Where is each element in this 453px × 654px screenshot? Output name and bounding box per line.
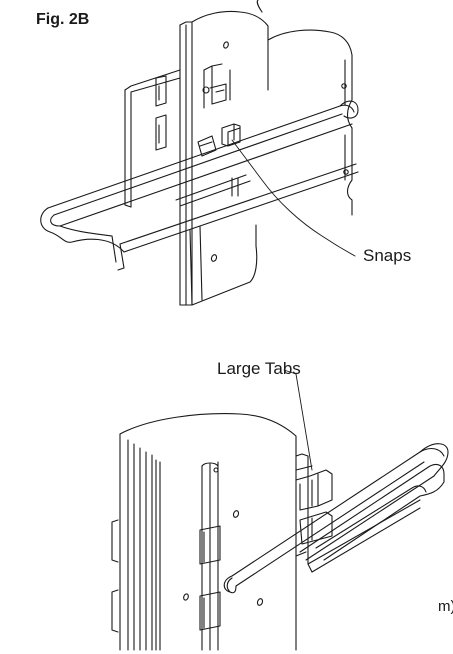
hanger-hook [202, 63, 231, 109]
figure-title: Fig. 2B [36, 11, 90, 28]
upright-panel-bottom [111, 413, 297, 651]
rear-panel-lower [189, 177, 258, 306]
hinge-column [183, 461, 264, 651]
large-tabs-callout-label: Large Tabs [217, 359, 301, 378]
top-assembly [40, 0, 359, 306]
upright-post-top [179, 21, 193, 306]
snap-latch [197, 123, 241, 157]
bottom-assembly [111, 369, 449, 651]
rear-panel [191, 0, 353, 216]
horizontal-rail-top [40, 100, 359, 271]
front-bracket-plate [124, 69, 181, 208]
horizontal-rail-bottom [223, 443, 449, 594]
clipped-caption-fragment: m) [438, 598, 453, 615]
large-tabs-bracket [295, 453, 333, 565]
large-tabs-leader-line [283, 369, 313, 471]
snaps-leader-line [231, 139, 356, 257]
snaps-callout-label: Snaps [363, 246, 412, 265]
